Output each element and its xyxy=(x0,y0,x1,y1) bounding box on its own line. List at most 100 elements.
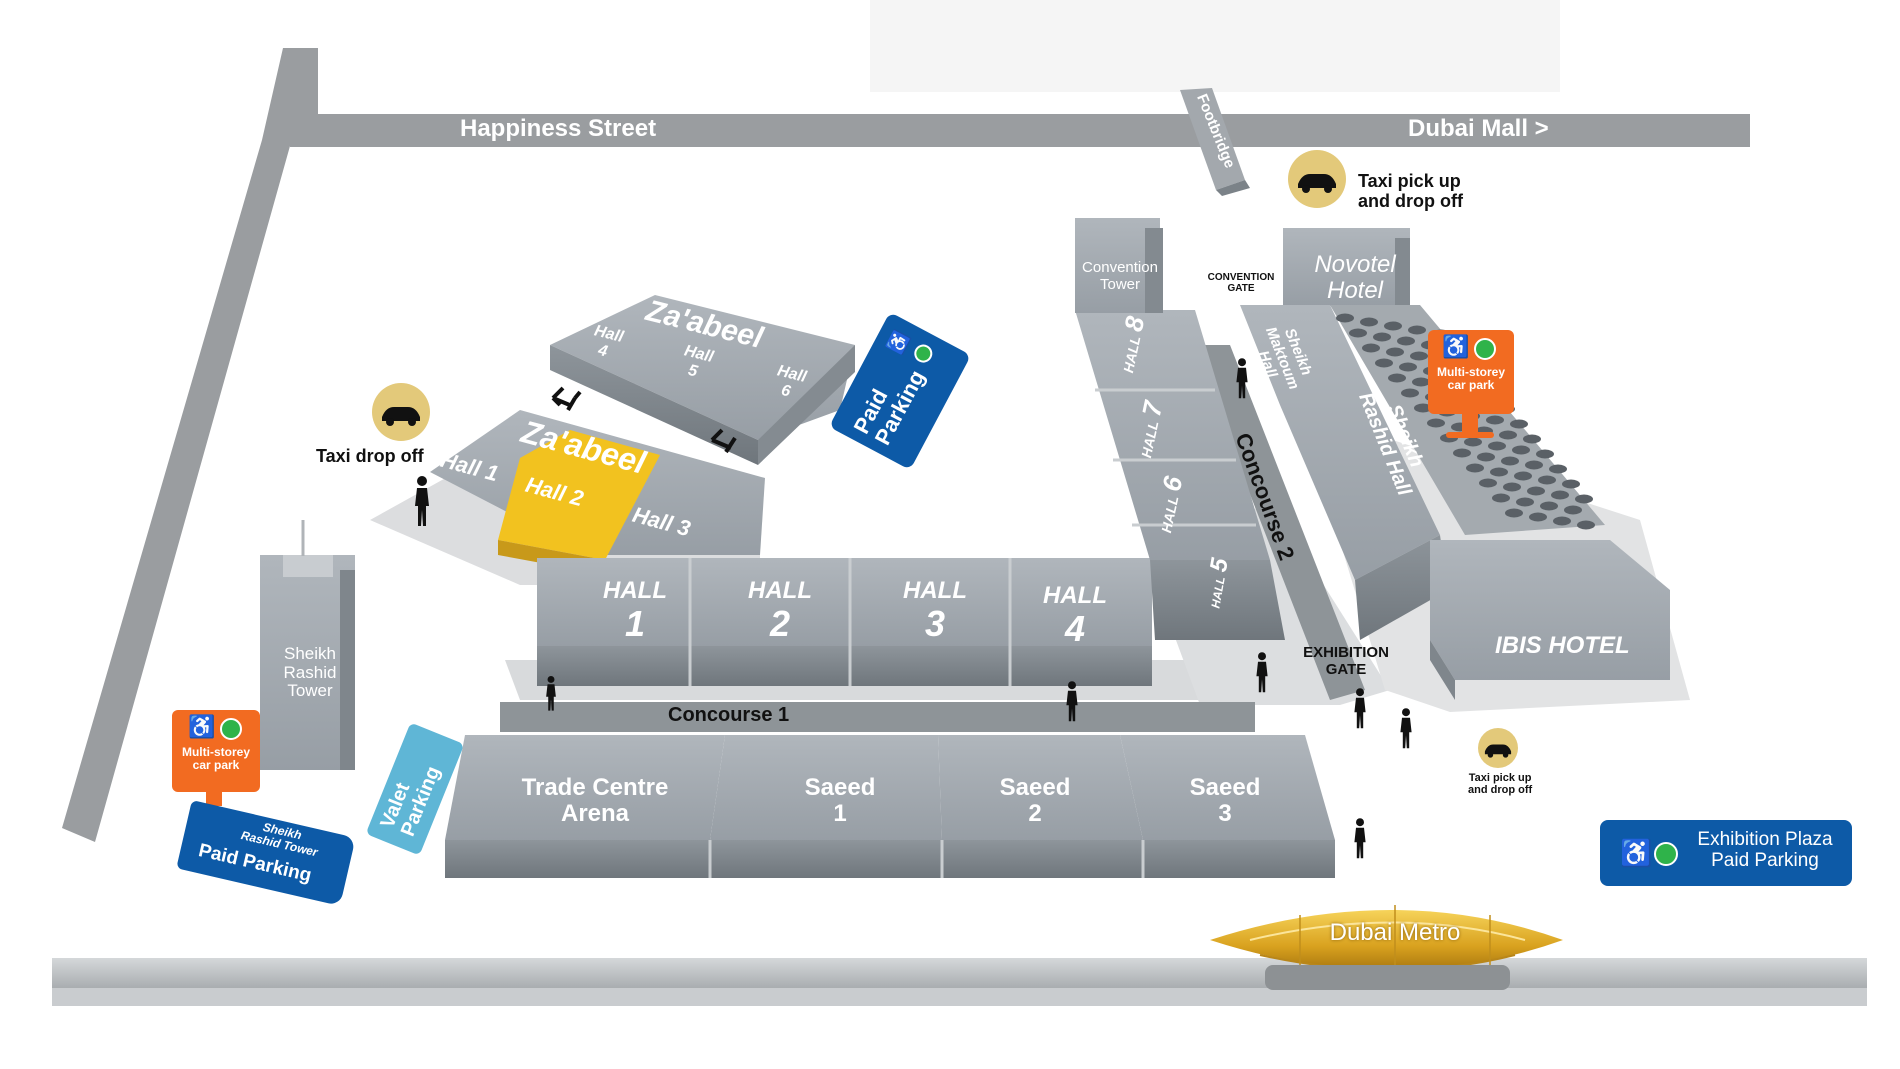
parked-car xyxy=(1488,441,1506,451)
pedestrian-icon xyxy=(1234,358,1250,405)
convention-tower-label: Convention Tower xyxy=(1082,259,1158,293)
concourse-1-label: Concourse 1 xyxy=(668,704,790,726)
pedestrian-icon xyxy=(1352,688,1368,735)
multistorey-right-badge[interactable]: ♿ Multi-storey car park xyxy=(1428,330,1514,414)
parked-car xyxy=(1401,388,1419,398)
rashid-tower-label: Sheikh Rashid Tower xyxy=(283,644,337,701)
pedestrian-icon xyxy=(1398,708,1414,755)
parked-car xyxy=(1510,419,1528,429)
parked-car xyxy=(1479,478,1497,488)
pedestrian-icon xyxy=(544,676,558,717)
parked-car xyxy=(1410,351,1428,361)
parked-car xyxy=(1505,508,1523,518)
parked-car xyxy=(1527,486,1545,496)
pedestrian-icon xyxy=(1064,680,1080,729)
parked-car xyxy=(1503,482,1521,492)
zaabeel-upper-top xyxy=(550,295,855,440)
pedestrian-icon xyxy=(1352,818,1368,865)
parked-car xyxy=(1453,448,1471,458)
green-dot-icon xyxy=(911,341,936,366)
happiness-street-road xyxy=(290,114,1750,147)
parked-car xyxy=(1375,358,1393,368)
ibis-label: IBIS HOTEL xyxy=(1495,632,1630,659)
main-hall-3-label: HALL 3 xyxy=(903,577,967,645)
parked-car xyxy=(1562,479,1580,489)
arena-top xyxy=(445,735,725,840)
exhibition-gate-label: EXHIBITION GATE xyxy=(1303,644,1389,678)
parked-car xyxy=(1349,328,1367,338)
green-dot-icon xyxy=(1474,338,1496,360)
green-dot-icon xyxy=(220,718,242,740)
main-hall-1-label: HALL 1 xyxy=(603,577,667,645)
parked-car xyxy=(1577,520,1595,530)
parked-car xyxy=(1512,445,1530,455)
metro-track xyxy=(52,958,1867,988)
multistorey-left-badge[interactable]: ♿ Multi-storey car park xyxy=(172,710,260,792)
exhibition-plaza-paid-parking-badge[interactable]: ♿ Exhibition Plaza Paid Parking xyxy=(1600,820,1852,886)
parked-car xyxy=(1551,490,1569,500)
parked-car xyxy=(1362,343,1380,353)
zaabeel-hall-2-highlight xyxy=(498,430,660,560)
parked-car xyxy=(1427,418,1445,428)
taxi-pickup-label: Taxi pick up and drop off xyxy=(1358,171,1463,211)
rashid-tower-shape xyxy=(260,555,355,770)
car-park-stand-icon xyxy=(206,792,222,806)
novotel-shape xyxy=(1283,228,1410,306)
dubai-metro-label: Dubai Metro xyxy=(1329,919,1461,946)
side-halls-block xyxy=(1075,310,1270,560)
parked-car xyxy=(1386,347,1404,357)
parked-car xyxy=(1536,449,1554,459)
taxi-pickup-small-label: Taxi pick up and drop off xyxy=(1468,772,1533,797)
parked-car xyxy=(1486,415,1504,425)
parked-car xyxy=(1490,467,1508,477)
parked-car xyxy=(1360,317,1378,327)
parked-car xyxy=(1525,460,1543,470)
parked-car xyxy=(1499,430,1517,440)
arena-saeed-base xyxy=(445,840,1335,878)
parked-car xyxy=(1414,403,1432,413)
parked-car xyxy=(1538,475,1556,485)
dubai-mall-label: Dubai Mall > xyxy=(1408,115,1549,142)
parked-car xyxy=(1399,362,1417,372)
parked-car xyxy=(1397,336,1415,346)
parked-car xyxy=(1501,456,1519,466)
parked-car xyxy=(1523,434,1541,444)
convention-gate-label: CONVENTION GATE xyxy=(1207,272,1275,294)
saeed-3-label: Saeed 3 xyxy=(1189,774,1261,828)
parked-car xyxy=(1477,452,1495,462)
parked-car xyxy=(1388,373,1406,383)
parked-car xyxy=(1514,471,1532,481)
taxi-icon xyxy=(1478,728,1518,768)
flow-arrows-right-icon xyxy=(710,428,737,454)
pedestrian-icon xyxy=(1254,652,1270,699)
pedestrian-icon xyxy=(412,476,432,533)
happiness-street-label: Happiness Street xyxy=(460,115,657,142)
parked-car xyxy=(1553,516,1571,526)
parked-car xyxy=(1412,377,1430,387)
zaabeel-road xyxy=(62,48,318,842)
saeed-1-top xyxy=(710,735,942,840)
taxi-icon xyxy=(372,383,430,441)
main-halls-block xyxy=(537,558,1152,646)
main-hall-4-label: HALL 4 xyxy=(1043,582,1107,650)
parked-car xyxy=(1529,512,1547,522)
concourse-2 xyxy=(1192,345,1365,700)
parked-car xyxy=(1408,325,1426,335)
arena-label: Trade Centre Arena xyxy=(521,774,669,828)
parked-car xyxy=(1540,501,1558,511)
flow-arrows-left-icon xyxy=(551,386,582,412)
parked-car xyxy=(1575,494,1593,504)
parked-car xyxy=(1492,493,1510,503)
accessible-icon: ♿ xyxy=(1442,334,1470,359)
parked-car xyxy=(1564,505,1582,515)
saeed-3-top xyxy=(1120,735,1335,840)
sheikh-halls-shape xyxy=(1240,305,1440,580)
accessible-icon: ♿ xyxy=(1620,838,1653,868)
taxi-drop-off-label: Taxi drop off xyxy=(316,446,424,466)
parked-car xyxy=(1336,313,1354,323)
accessible-icon: ♿ xyxy=(188,714,216,739)
parked-car xyxy=(1373,332,1391,342)
saeed-2-label: Saeed 2 xyxy=(999,774,1071,828)
concourse-1 xyxy=(500,702,1255,732)
